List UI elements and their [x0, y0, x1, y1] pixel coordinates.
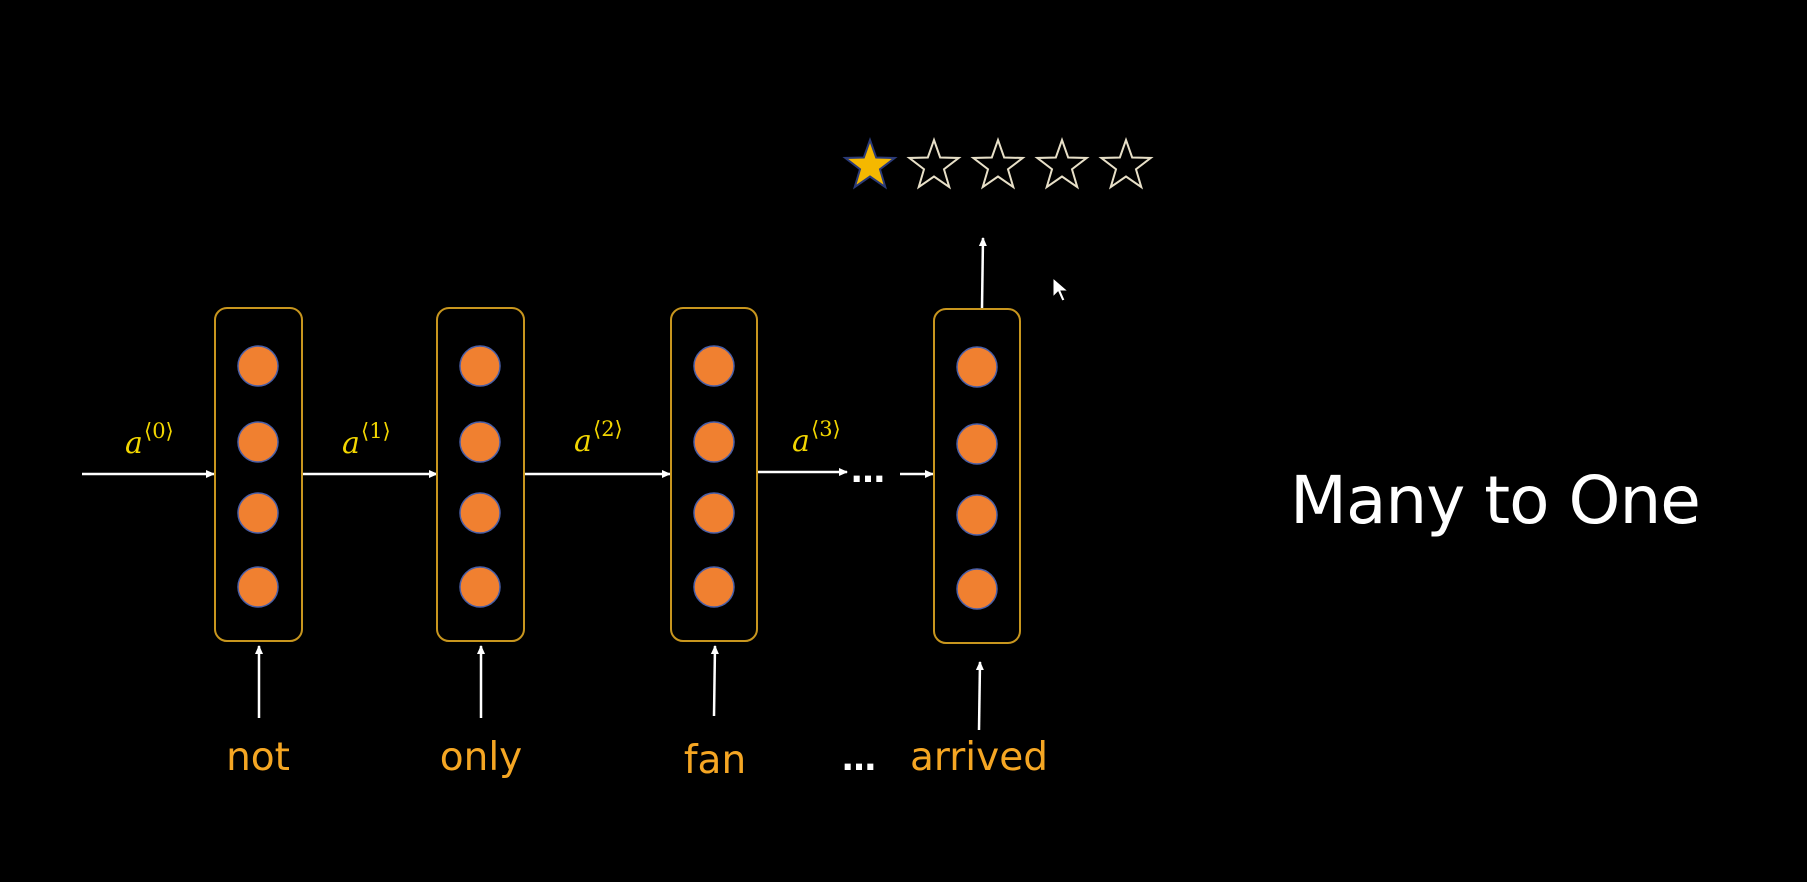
neuron: [693, 566, 735, 608]
star-outline-icon: [970, 136, 1026, 190]
activation-base: a: [342, 426, 360, 461]
neuron: [956, 494, 998, 536]
rnn-cell-1: [214, 307, 303, 642]
activation-label-0: a ⟨0⟩: [125, 419, 174, 461]
rnn-cell-last: [933, 308, 1021, 644]
star-outline-icon: [1034, 136, 1090, 190]
neuron: [693, 421, 735, 463]
neuron: [237, 345, 279, 387]
neuron: [693, 345, 735, 387]
activation-base: a: [792, 424, 810, 459]
arrow-output: [978, 237, 987, 309]
input-word-arrived: arrived: [910, 735, 1048, 780]
activation-label-2: a ⟨2⟩: [574, 417, 623, 459]
neuron: [459, 566, 501, 608]
hidden-ellipsis: …: [851, 451, 885, 491]
arrow-input-arrived: [975, 661, 984, 731]
arrow-input-fan: [710, 645, 719, 717]
rnn-cell-2: [436, 307, 525, 642]
activation-superscript: ⟨1⟩: [361, 419, 391, 443]
input-word-fan: fan: [684, 738, 746, 783]
slide-title: Many to One: [1290, 462, 1701, 539]
neuron: [237, 566, 279, 608]
neuron: [956, 568, 998, 610]
activation-label-1: a ⟨1⟩: [342, 419, 391, 461]
activation-superscript: ⟨2⟩: [593, 417, 623, 441]
rnn-cell-3: [670, 307, 758, 642]
neuron: [237, 421, 279, 463]
activation-label-3: a ⟨3⟩: [792, 417, 841, 459]
neuron: [459, 421, 501, 463]
star-outline-icon: [1098, 136, 1154, 190]
activation-superscript: ⟨3⟩: [811, 417, 841, 441]
activation-base: a: [125, 426, 143, 461]
activation-base: a: [574, 424, 592, 459]
neuron: [693, 492, 735, 534]
neuron: [956, 423, 998, 465]
star-outline-icon: [906, 136, 962, 190]
mouse-pointer-icon: [1052, 276, 1070, 302]
neuron: [459, 345, 501, 387]
star-filled-icon: [842, 136, 898, 190]
input-ellipsis: …: [842, 739, 876, 779]
input-word-not: not: [226, 735, 290, 780]
input-word-only: only: [440, 735, 523, 780]
neuron: [459, 492, 501, 534]
neuron: [237, 492, 279, 534]
neuron: [956, 346, 998, 388]
activation-superscript: ⟨0⟩: [144, 419, 174, 443]
star-rating: [842, 136, 1154, 190]
